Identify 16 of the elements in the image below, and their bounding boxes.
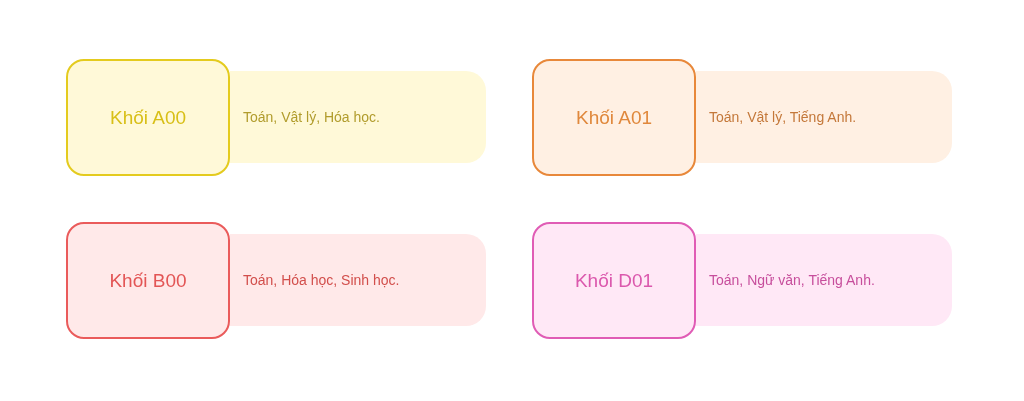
block-name: Khối A01 bbox=[575, 106, 653, 129]
subject-band bbox=[230, 234, 486, 326]
subject-band bbox=[696, 234, 952, 326]
block-card bbox=[532, 222, 696, 339]
block-card bbox=[66, 222, 230, 339]
subject-band bbox=[696, 71, 952, 163]
subject-list: Toán, Ngữ văn, Tiếng Anh. bbox=[709, 272, 875, 288]
block-name: Khối A00 bbox=[109, 106, 187, 129]
block-name: Khối D01 bbox=[574, 269, 654, 292]
subject-list: Toán, Hóa học, Sinh học. bbox=[243, 272, 400, 288]
subject-list: Toán, Vật lý, Tiếng Anh. bbox=[709, 109, 857, 125]
block-name: Khối B00 bbox=[109, 269, 187, 292]
block-card bbox=[66, 59, 230, 176]
block-card bbox=[532, 59, 696, 176]
subject-list: Toán, Vật lý, Hóa học. bbox=[243, 109, 380, 125]
subject-band bbox=[230, 71, 486, 163]
